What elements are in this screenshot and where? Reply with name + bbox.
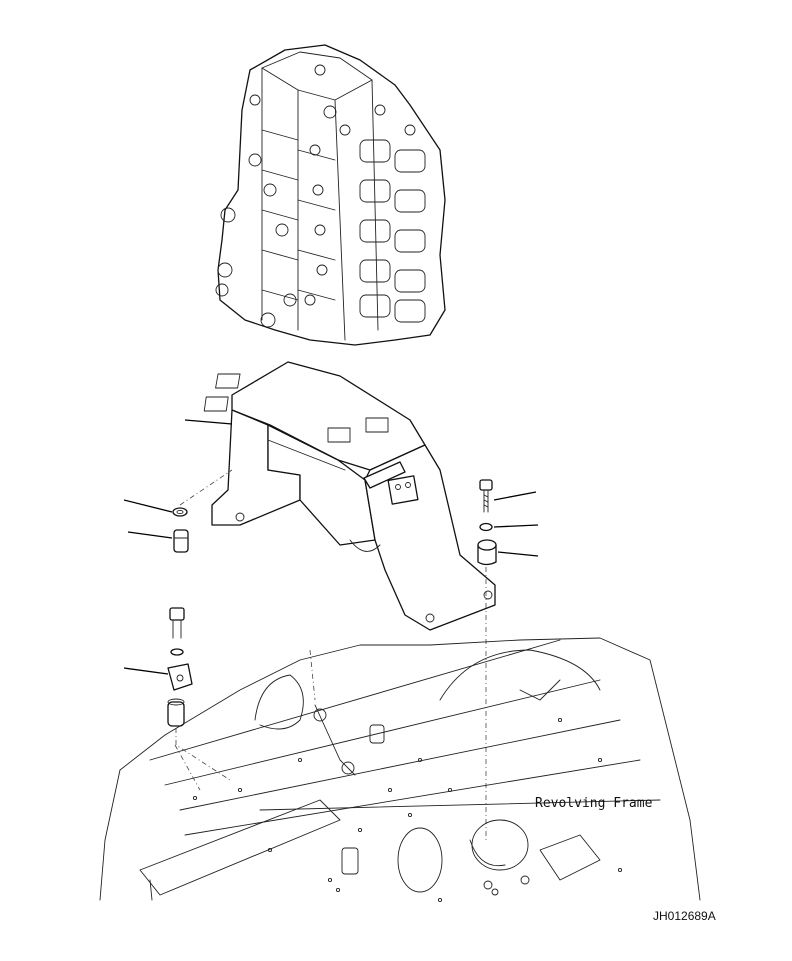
leader-bracket [184, 419, 233, 425]
callout-leaders [123, 419, 539, 675]
leader-lower-clamp [123, 667, 169, 675]
lower-left-spacer [167, 698, 185, 727]
drawing-number: JH012689A [653, 909, 716, 923]
leader-right-spacer [497, 551, 539, 557]
valve-bracket [203, 361, 496, 631]
control-valve [215, 44, 446, 346]
right-spacer [477, 539, 497, 566]
revolving-frame [99, 637, 701, 903]
lower-left-washer [170, 648, 184, 656]
right-washer [479, 522, 493, 532]
leader-right-bolt [493, 491, 537, 501]
left-bolt [173, 529, 189, 553]
right-bolt [479, 479, 493, 513]
lower-left-clamp [167, 663, 193, 691]
revolving-frame-label: Revolving Frame [535, 796, 653, 811]
left-washer [172, 507, 188, 517]
leader-left-bolt [127, 531, 173, 539]
lower-left-bolt [169, 607, 185, 639]
leader-right-washer [493, 524, 539, 528]
leader-left-washer [123, 499, 173, 513]
